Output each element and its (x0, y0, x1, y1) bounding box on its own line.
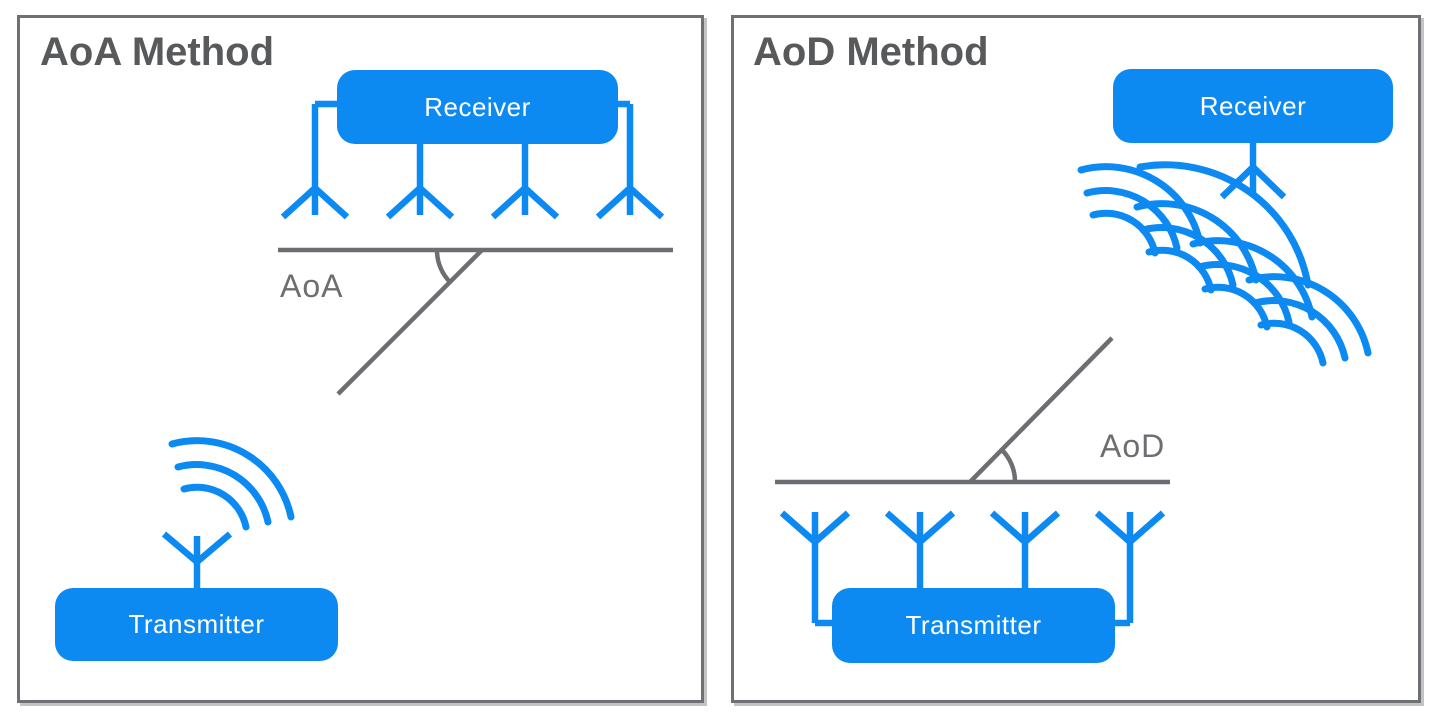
aoa-transmitter-label: Transmitter (128, 609, 265, 639)
aod-transmitter-label: Transmitter (905, 610, 1042, 640)
aod-receiver-node: Receiver (1113, 69, 1393, 143)
aod-transmitter-node: Transmitter (832, 588, 1115, 663)
aod-receiver-label: Receiver (1199, 90, 1307, 121)
aoa-angle-label: AoA (280, 268, 344, 304)
aoa-method-panel: AoA Method Receiver AoA Transmitter (17, 15, 704, 703)
aoa-receiver-label: Receiver (424, 91, 531, 122)
aoa-transmitter-node: Transmitter (55, 588, 338, 661)
aod-method-panel: AoD Method Receiver AoD Transmitter (731, 15, 1421, 703)
aoa-panel-title: AoA Method (40, 30, 275, 74)
aod-panel-title: AoD Method (753, 30, 989, 74)
aoa-receiver-node: Receiver (337, 70, 618, 144)
aod-angle-label: AoD (1100, 428, 1166, 464)
